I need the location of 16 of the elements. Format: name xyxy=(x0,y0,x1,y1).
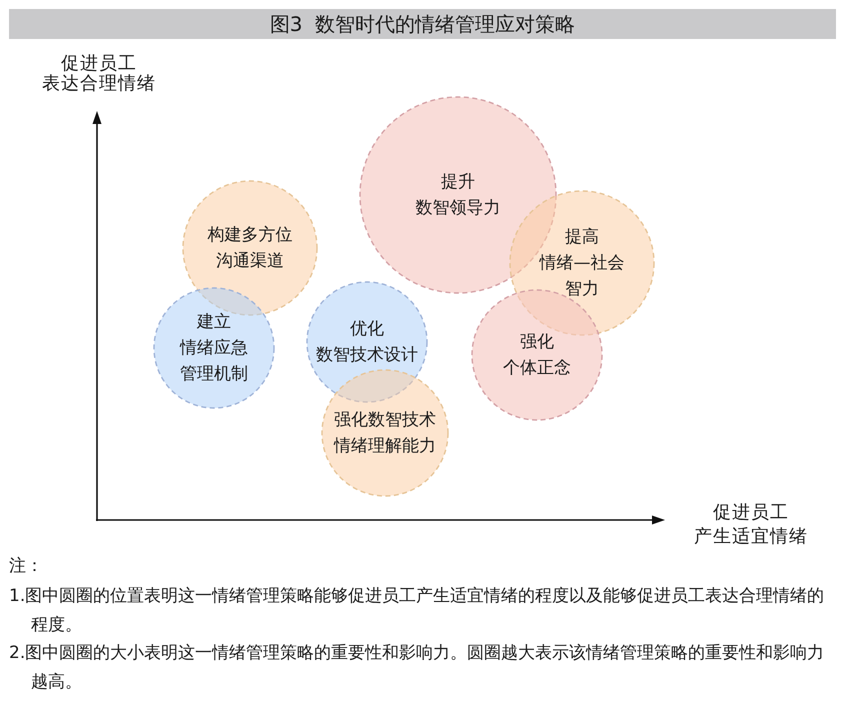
bubble xyxy=(153,287,275,409)
bubble-label: 提升数智领导力 xyxy=(416,171,500,220)
bubble-label: 建立情绪应急管理机制 xyxy=(180,311,248,386)
bubble-label: 强化个体正念 xyxy=(503,331,571,380)
bubble-label: 优化数智技术设计 xyxy=(316,318,418,367)
bubble-label: 强化数智技术情绪理解能力 xyxy=(334,409,436,458)
note-heading: 注： xyxy=(9,555,43,577)
axis-label: 促进员工表达合理情绪 xyxy=(42,54,156,94)
figure-title: 图3 数智时代的情绪管理应对策略 xyxy=(270,12,576,36)
bubble-label: 构建多方位沟通渠道 xyxy=(208,224,292,273)
bubble xyxy=(321,369,449,497)
bubble-label: 提高情绪—社会智力 xyxy=(540,226,624,301)
note-text: 2.图中圆圈的大小表明这一情绪管理策略的重要性和影响力。圆圈越大表示该情绪管理策略的重要性和影响力越高。 xyxy=(9,642,826,694)
note-text: 1.图中圆圈的位置表明这一情绪管理策略能够促进员工产生适宜情绪的程度以及能够促进员工表达合理情绪的程度。 xyxy=(9,585,826,637)
bubble xyxy=(359,96,557,294)
axis-label: 促进员工产生适宜情绪 xyxy=(694,501,808,549)
